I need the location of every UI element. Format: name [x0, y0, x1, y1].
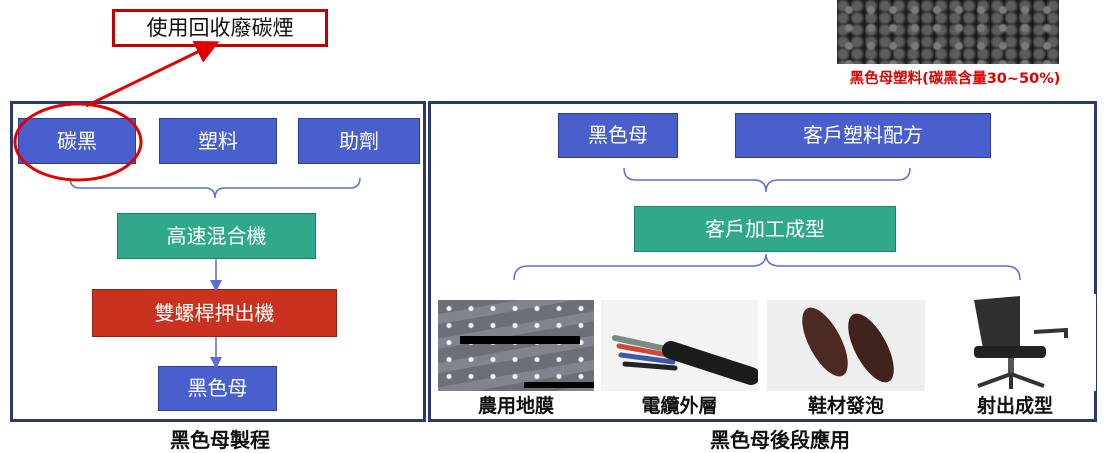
application-label-1: 農用地膜: [477, 395, 554, 417]
mulch-film-redaction-2: [524, 382, 594, 388]
carbon-black-highlight: [13, 102, 143, 182]
application-brace: [513, 253, 1021, 281]
carbon-black-box: 碳黑: [18, 118, 136, 164]
masterbatch-output-box: 黑色母: [158, 366, 277, 411]
shoe-insole-photo: [767, 300, 925, 391]
application-label-2: 電纜外層: [641, 395, 718, 417]
left-input-brace: [69, 177, 361, 199]
office-chair-photo: [934, 294, 1096, 391]
cable-sheath-photo: [601, 300, 758, 391]
customer-processing-box: 客戶加工成型: [634, 206, 896, 252]
additive-box: 助劑: [298, 118, 420, 164]
mulch-film-redaction: [460, 336, 580, 344]
right-input-brace: [623, 167, 911, 193]
plastic-box: 塑料: [159, 118, 277, 164]
high-speed-mixer-box: 高速混合機: [117, 213, 316, 259]
recycled-carbon-soot-callout: 使用回收廢碳煙: [112, 9, 328, 47]
twin-screw-extruder-box: 雙螺桿押出機: [92, 289, 337, 337]
customer-formula-box: 客戶塑料配方: [735, 113, 991, 158]
arrow-to-callout: [85, 41, 220, 108]
black-pellets-photo: [837, 0, 1059, 64]
application-label-3: 鞋材發泡: [807, 395, 884, 417]
right-panel-caption: 黑色母後段應用: [710, 428, 850, 452]
left-panel-caption: 黑色母製程: [170, 428, 270, 452]
mulch-film-photo: [438, 300, 594, 391]
masterbatch-input-box: 黑色母: [558, 113, 678, 158]
application-label-4: 射出成型: [976, 395, 1053, 417]
pellet-caption: 黑色母塑料(碳黑含量30~50%): [849, 71, 1061, 87]
